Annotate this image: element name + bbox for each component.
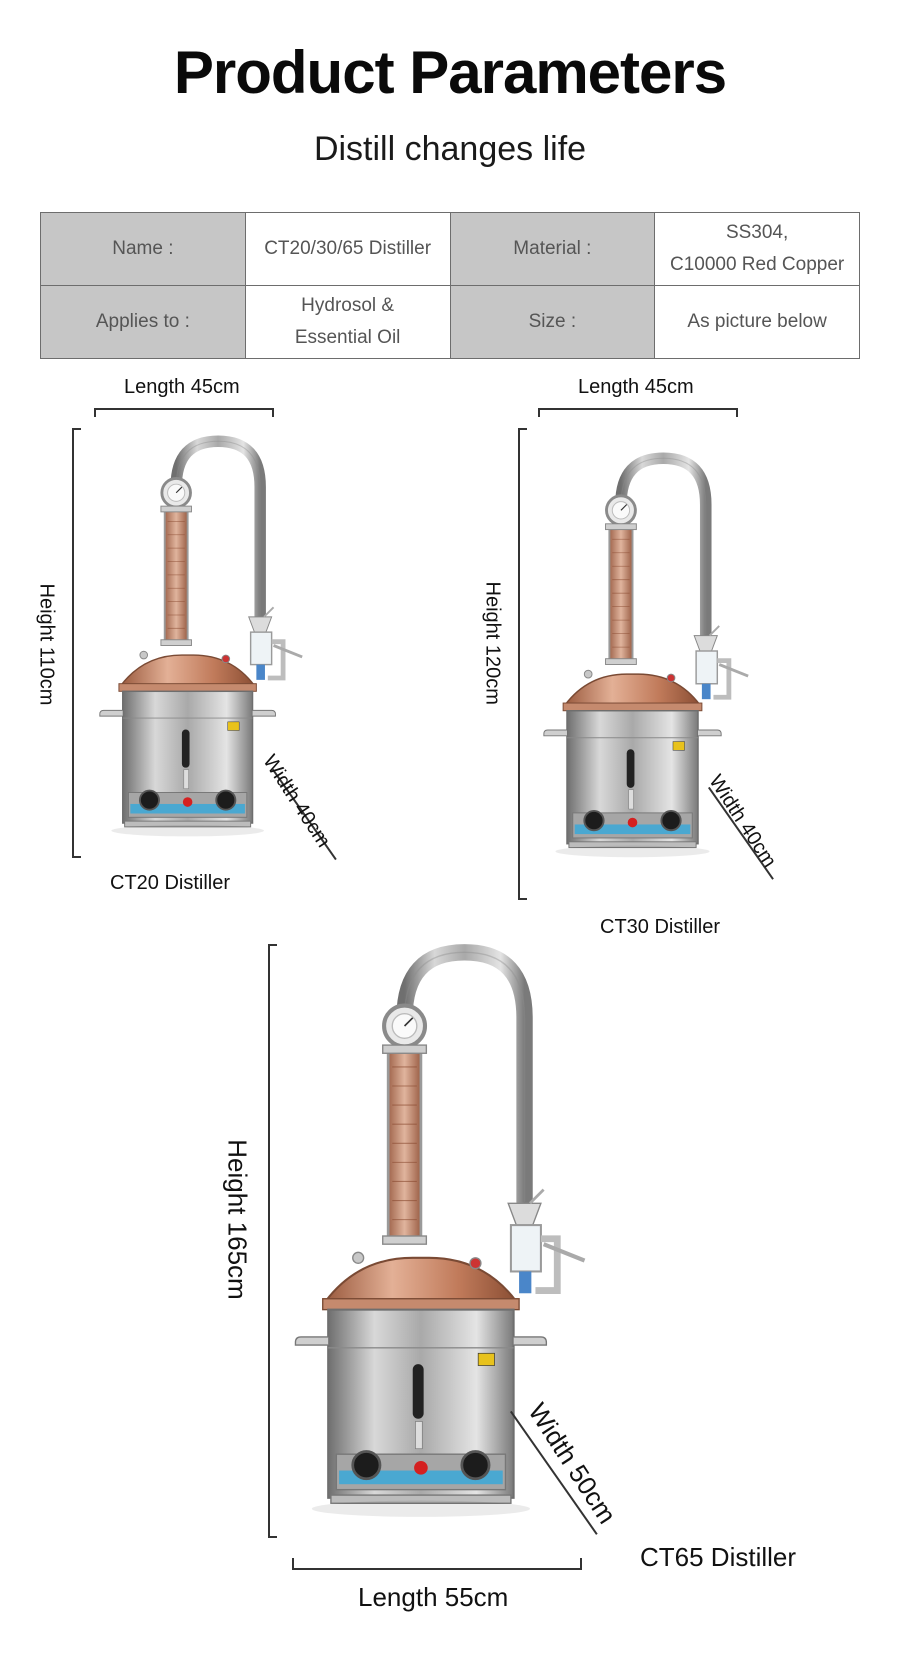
ct30-name: CT30 Distiller [600,916,721,938]
ct20-height-tick [72,428,81,430]
ct65-name: CT65 Distiller [640,1542,797,1572]
size-value: As picture below [654,285,860,359]
ct65-height-label: Height 165cm [222,1139,253,1300]
page-subtitle: Distill changes life [313,130,587,168]
ct30-length-tick [736,408,738,417]
ct20-length-line [94,408,274,410]
ct65-height-line [268,944,270,1538]
ct30-height-tick [518,898,527,900]
ct30-length-tick [538,408,540,417]
applies-value-line1: Hydrosol & [301,295,395,316]
ct20-length-label: Length 45cm [124,376,240,398]
ct30-distiller-image [540,416,752,886]
applies-value-line2: Essential Oil [294,327,401,348]
ct65-height-tick [268,944,277,946]
page-title: Product Parameters [173,39,727,106]
applies-key: Applies to : [40,285,246,359]
ct65-height-tick [268,1536,277,1538]
size-key: Size : [449,285,656,359]
table-row: Name : CT20/30/65 Distiller Material : S… [40,212,860,286]
table-row: Applies to : Hydrosol & Essential Oil Si… [40,285,860,359]
ct20-height-tick [72,856,81,858]
ct20-length-tick [272,408,274,417]
material-value-line1: SS304, [725,222,789,243]
material-key: Material : [449,212,656,286]
ct30-length-label: Length 45cm [578,376,694,398]
material-value: SS304, C10000 Red Copper [654,212,860,286]
ct65-length-tick [580,1558,582,1569]
name-key: Name : [40,212,246,286]
ct65-length-line [292,1568,582,1570]
applies-value: Hydrosol & Essential Oil [244,285,451,359]
ct20-name: CT20 Distiller [110,872,231,894]
ct65-length-tick [292,1558,294,1569]
ct20-height-label: Height 110cm [35,583,58,706]
ct20-height-line [72,428,74,858]
ct30-height-label: Height 120cm [481,581,504,705]
name-value: CT20/30/65 Distiller [244,212,451,286]
ct65-length-label: Length 55cm [358,1582,509,1612]
material-value-line2: C10000 Red Copper [669,254,845,275]
ct30-height-tick [518,428,527,430]
ct30-height-line [518,428,520,900]
ct30-length-line [538,408,738,410]
parameter-table: Name : CT20/30/65 Distiller Material : S… [40,212,860,359]
ct20-length-tick [94,408,96,417]
